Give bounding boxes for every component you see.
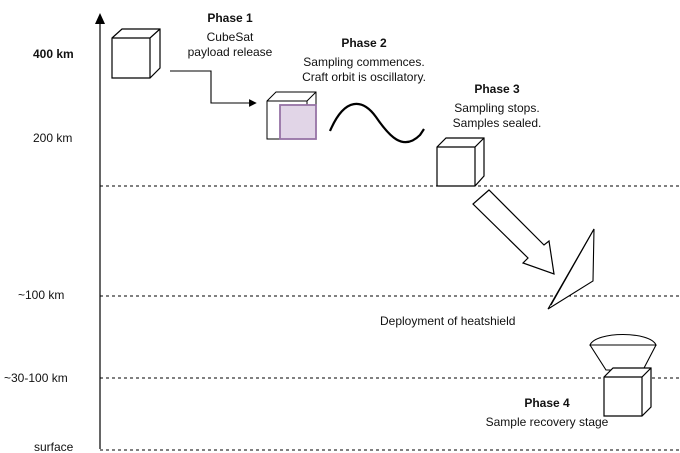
cubesat-phase4-icon [603, 367, 652, 417]
phase3-title: Phase 3 [474, 82, 520, 96]
phase3-line1: Sampling stops. [454, 101, 540, 115]
oscillation-wave [328, 102, 425, 144]
altitude-axis-arrowhead [95, 13, 105, 24]
phase4-text: Phase 4 Sample recovery stage [462, 396, 632, 430]
phase4-title: Phase 4 [524, 396, 570, 410]
phase1-line1: CubeSat [206, 30, 254, 44]
descent-arrow [472, 189, 555, 275]
cubesat-phase1-icon [111, 28, 161, 79]
phase2-title: Phase 2 [341, 36, 387, 50]
phase1-text: Phase 1 CubeSat payload release [165, 11, 295, 60]
label-30-100km: ~30-100 km [4, 371, 68, 385]
phase1-line2: payload release [187, 45, 273, 59]
parachute-icon [589, 333, 657, 371]
phase1-title: Phase 1 [207, 11, 253, 25]
release-arrow [170, 70, 257, 107]
phase3-text: Phase 3 Sampling stops. Samples sealed. [432, 82, 562, 131]
heatshield-icon [547, 228, 595, 310]
phase2-line2: Craft orbit is oscillatory. [302, 70, 426, 84]
phase3-line2: Samples sealed. [452, 116, 542, 130]
phase4-line1: Sample recovery stage [485, 415, 609, 429]
cubesat-phase3-icon [436, 137, 485, 187]
label-100km: ~100 km [18, 288, 65, 302]
phase2-text: Phase 2 Sampling commences. Craft orbit … [284, 36, 444, 85]
heatshield-label: Deployment of heatshield [380, 314, 516, 328]
phase2-line1: Sampling commences. [303, 55, 425, 69]
label-surface: surface [34, 440, 74, 452]
label-400km: 400 km [33, 47, 74, 61]
cubesat-phase2-icon [266, 91, 317, 140]
label-200km: 200 km [33, 131, 73, 145]
